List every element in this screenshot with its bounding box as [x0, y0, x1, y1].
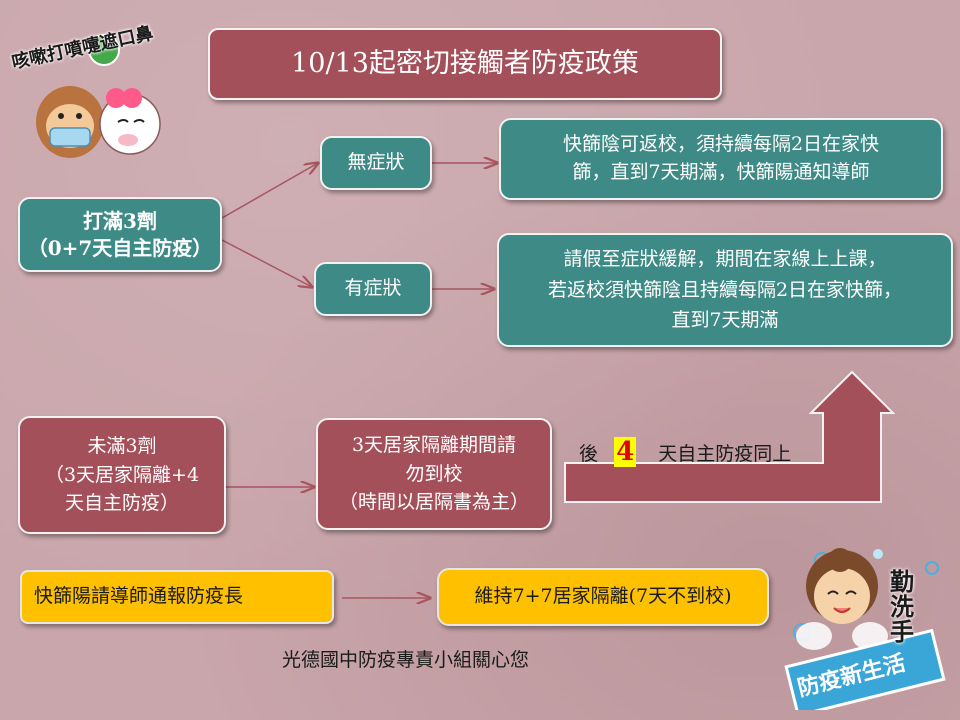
wash-hands-slogan: 勤洗手 [890, 568, 914, 647]
symptom-node: 有症狀 [314, 262, 432, 316]
after-days-number: 4 [614, 437, 637, 467]
arrow-to-no-symptom [221, 163, 318, 219]
partial-dose-node: 未滿3劑 （3天居家隔離+4 天自主防疫） [18, 416, 226, 534]
positive-test-text: 快篩陽請導師通報防疫長 [34, 585, 244, 608]
page-title-text: 10/13起密切接觸者防疫政策 [291, 48, 639, 80]
positive-test-node: 快篩陽請導師通報防疫長 [20, 570, 334, 624]
big-l-arrow [564, 370, 896, 503]
positive-result-node: 維持7+7居家隔離(7天不到校) [437, 568, 769, 626]
partial-dose-text: 未滿3劑 （3天居家隔離+4 天自主防疫） [44, 435, 200, 515]
no-symptom-outcome: 快篩陰可返校，須持續每隔2日在家快 篩，直到7天期滿，快篩陽通知導師 [499, 118, 943, 200]
quarantine-node: 3天居家隔離期間請 勿到校 （時間以居隔書為主） [316, 418, 552, 530]
cough-mascot-illustration: 咳嗽打噴嚏遮口鼻 [6, 4, 176, 184]
symptom-outcome-text: 請假至症狀緩解，期間在家線上上課， 若返校須快篩陰且持續每隔2日在家快篩， 直到… [547, 248, 903, 332]
symptom-outcome: 請假至症狀緩解，期間在家線上上課， 若返校須快篩陰且持續每隔2日在家快篩， 直到… [497, 233, 953, 347]
after-days-label: 後 4 天自主防疫同上 [579, 437, 791, 467]
no-symptom-label: 無症狀 [347, 151, 405, 174]
positive-result-text: 維持7+7居家隔離(7天不到校) [474, 585, 732, 608]
after-prefix: 後 [579, 443, 599, 465]
full-dose-node: 打滿3劑 （0+7天自主防疫） [18, 197, 222, 272]
handwash-illustration: 勤洗手 防疫新生活 [782, 540, 954, 718]
after-suffix: 天自主防疫同上 [658, 443, 792, 465]
quarantine-text: 3天居家隔離期間請 勿到校 （時間以居隔書為主） [338, 434, 529, 514]
arrow-to-symptom [221, 239, 312, 287]
footer-note: 光德國中防疫專責小組關心您 [282, 649, 530, 671]
no-symptom-outcome-text: 快篩陰可返校，須持續每隔2日在家快 篩，直到7天期滿，快篩陽通知導師 [562, 133, 880, 183]
full-dose-line1: 打滿3劑 [83, 208, 157, 233]
no-symptom-node: 無症狀 [320, 136, 432, 190]
page-title: 10/13起密切接觸者防疫政策 [208, 28, 722, 100]
symptom-label: 有症狀 [344, 277, 402, 300]
full-dose-line2: （0+7天自主防疫） [27, 235, 213, 260]
